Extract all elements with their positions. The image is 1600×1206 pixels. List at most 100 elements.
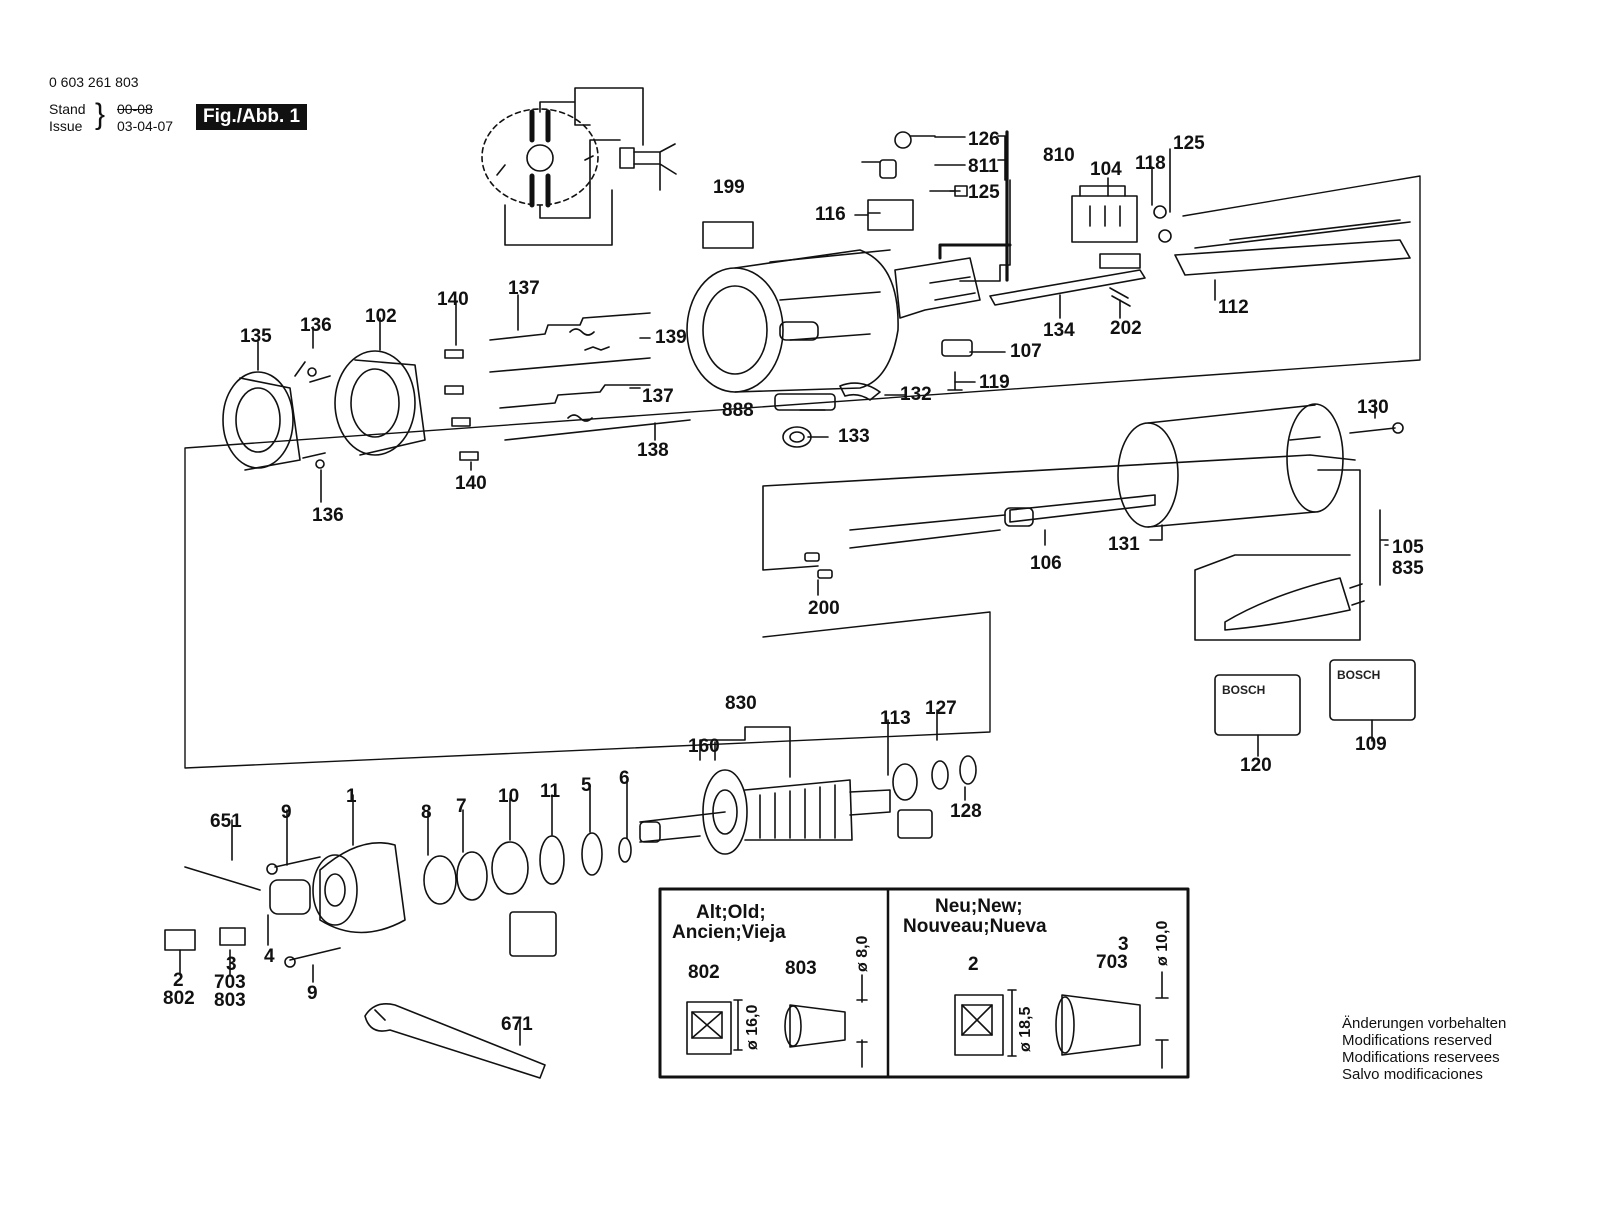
inset-new-title-1: Neu;New; bbox=[935, 896, 1023, 917]
inset-new-dim-18-5: ø 18,5 bbox=[1017, 1007, 1034, 1052]
label-9-a: 9 bbox=[281, 802, 292, 823]
label-7: 7 bbox=[456, 796, 467, 817]
label-131: 131 bbox=[1108, 534, 1140, 555]
label-126: 126 bbox=[968, 129, 1000, 150]
inset-old-dim-16: ø 16,0 bbox=[744, 1005, 761, 1050]
upper-assembly-outline bbox=[184, 175, 1421, 769]
note-fr: Modifications reservees bbox=[1342, 1049, 1500, 1066]
old-new-inset bbox=[658, 887, 1190, 1079]
part-number: 0 603 261 803 bbox=[49, 74, 139, 90]
label-135: 135 bbox=[240, 326, 272, 347]
label-127: 127 bbox=[925, 698, 957, 719]
label-9-b: 9 bbox=[307, 983, 318, 1004]
label-1: 1 bbox=[346, 786, 357, 807]
armature-group bbox=[639, 726, 977, 855]
label-118: 118 bbox=[1135, 153, 1166, 174]
stator-group bbox=[222, 350, 426, 471]
label-137-b: 137 bbox=[642, 386, 674, 407]
label-137-a: 137 bbox=[508, 278, 540, 299]
label-160: 160 bbox=[688, 736, 720, 757]
label-811: 811 bbox=[968, 156, 999, 177]
label-120: 120 bbox=[1240, 755, 1272, 776]
switch-rod bbox=[989, 185, 1411, 307]
label-134: 134 bbox=[1043, 320, 1075, 341]
inset-new-part-703: 703 bbox=[1096, 952, 1128, 973]
label-130: 130 bbox=[1357, 397, 1389, 418]
label-3: 3 bbox=[226, 954, 237, 975]
motor-housing bbox=[686, 130, 1012, 393]
switch-parts bbox=[774, 131, 973, 448]
label-703: 703 bbox=[214, 972, 246, 993]
label-830: 830 bbox=[725, 693, 757, 714]
label-6: 6 bbox=[619, 768, 630, 789]
label-11: 11 bbox=[540, 781, 561, 802]
label-202: 202 bbox=[1110, 318, 1142, 339]
label-4: 4 bbox=[264, 946, 275, 967]
front-bearing-group bbox=[164, 832, 632, 968]
note-es: Salvo modificaciones bbox=[1342, 1066, 1483, 1083]
label-105: 105 bbox=[1392, 537, 1424, 558]
leader-lines bbox=[179, 136, 1389, 1046]
label-104: 104 bbox=[1090, 159, 1122, 180]
label-2: 2 bbox=[173, 970, 184, 991]
field-housing bbox=[804, 403, 1404, 579]
label-140-b: 140 bbox=[455, 473, 487, 494]
stand-label: Stand bbox=[49, 101, 86, 117]
nameplate-left-brand: BOSCH bbox=[1222, 683, 1265, 697]
label-112: 112 bbox=[1218, 297, 1249, 318]
wrench-671 bbox=[364, 1003, 546, 1079]
inset-old-dim-8: ø 8,0 bbox=[854, 935, 871, 972]
brushes-and-springs bbox=[444, 312, 691, 461]
inset-old-title-2: Ancien;Vieja bbox=[672, 922, 786, 943]
note-en: Modifications reserved bbox=[1342, 1032, 1493, 1049]
header-brace: } bbox=[95, 98, 106, 131]
part-labels: 126 810 811 125 116 199 104 118 125 112 … bbox=[163, 129, 1424, 1035]
label-109: 109 bbox=[1355, 734, 1387, 755]
label-116: 116 bbox=[815, 204, 846, 225]
old-date: 00-08 bbox=[117, 101, 153, 117]
label-136-a: 136 bbox=[300, 315, 332, 336]
inset-old-title-1: Alt;Old; bbox=[696, 902, 766, 923]
label-133: 133 bbox=[838, 426, 870, 447]
inset-new-title-2: Nouveau;Nueva bbox=[903, 916, 1047, 937]
label-8: 8 bbox=[421, 802, 432, 823]
issue-date: 03-04-07 bbox=[117, 118, 174, 134]
label-plate-199 bbox=[702, 221, 754, 249]
label-200: 200 bbox=[808, 598, 840, 619]
label-139: 139 bbox=[655, 327, 687, 348]
label-119: 119 bbox=[979, 372, 1010, 393]
label-125-a: 125 bbox=[968, 182, 1000, 203]
inset-new-dim-10: ø 10,0 bbox=[1154, 921, 1171, 966]
label-810: 810 bbox=[1043, 145, 1075, 166]
power-cable-and-plug bbox=[1194, 469, 1389, 641]
label-199: 199 bbox=[713, 177, 745, 198]
inset-old-part-803: 803 bbox=[785, 958, 817, 979]
label-136-b: 136 bbox=[312, 505, 344, 526]
label-888: 888 bbox=[722, 400, 754, 421]
label-125-b: 125 bbox=[1173, 133, 1205, 154]
label-140-a: 140 bbox=[437, 289, 469, 310]
wiring-schematic bbox=[481, 87, 677, 246]
issue-label: Issue bbox=[49, 118, 83, 134]
nameplate-right-brand: BOSCH bbox=[1337, 668, 1380, 682]
label-107: 107 bbox=[1010, 341, 1042, 362]
label-128: 128 bbox=[950, 801, 982, 822]
label-10: 10 bbox=[498, 786, 519, 807]
note-de: Änderungen vorbehalten bbox=[1342, 1015, 1507, 1032]
label-113: 113 bbox=[880, 708, 911, 729]
label-835: 835 bbox=[1392, 558, 1424, 579]
label-802: 802 bbox=[163, 988, 195, 1009]
label-5: 5 bbox=[581, 775, 592, 796]
label-132: 132 bbox=[900, 384, 932, 405]
label-651: 651 bbox=[210, 811, 242, 832]
inset-new-part-3: 3 bbox=[1118, 934, 1129, 955]
nameplates: BOSCH BOSCH bbox=[702, 221, 1416, 757]
label-102: 102 bbox=[365, 306, 397, 327]
inset-text: Alt;Old; Ancien;Vieja Neu;New; Nouveau;N… bbox=[672, 896, 1171, 1052]
figure-badge: Fig./Abb. 1 bbox=[196, 104, 308, 130]
inset-old-part-802: 802 bbox=[688, 962, 720, 983]
label-803: 803 bbox=[214, 990, 246, 1011]
label-106: 106 bbox=[1030, 553, 1062, 574]
label-671: 671 bbox=[501, 1014, 533, 1035]
